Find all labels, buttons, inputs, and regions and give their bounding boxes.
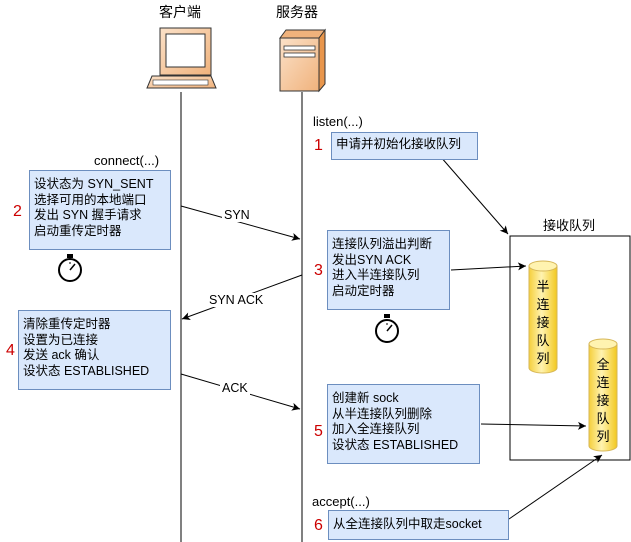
half-queue-char: 连 xyxy=(536,297,550,312)
step-line: 启动定时器 xyxy=(332,283,395,298)
full-queue-char: 列 xyxy=(596,429,610,444)
full-queue-char: 连 xyxy=(596,375,610,390)
step-line: 选择可用的本地端口 xyxy=(34,192,147,207)
init-queue-arrow xyxy=(439,155,509,235)
synack-label: SYN ACK xyxy=(207,293,266,307)
step-line: 发送 ack 确认 xyxy=(23,348,100,362)
step-2-box: 设状态为 SYN_SENT 选择可用的本地端口 发出 SYN 握手请求 启动重传… xyxy=(29,170,171,250)
client-title: 客户端 xyxy=(159,4,201,20)
connect-label: connect(...) xyxy=(94,153,160,168)
half-queue-char: 列 xyxy=(536,351,550,366)
enter-full-queue-arrow xyxy=(480,421,587,430)
computer-icon xyxy=(146,27,217,89)
step-line: 从半连接队列删除 xyxy=(332,406,433,421)
listen-label: listen(...) xyxy=(313,114,363,129)
step-line: 发出SYN ACK xyxy=(332,252,412,267)
step-line: 启动重传定时器 xyxy=(34,223,122,238)
step-line: 连接队列溢出判断 xyxy=(332,237,433,251)
syn-label: SYN xyxy=(222,208,252,222)
step-line: 设状态为 SYN_SENT xyxy=(34,177,154,191)
half-queue-label: 半 连 接 队 列 xyxy=(535,278,551,368)
step-3-box: 连接队列溢出判断 发出SYN ACK 进入半连接队列 启动定时器 xyxy=(327,230,450,310)
accept-label: accept(...) xyxy=(312,494,370,509)
step-line: 发出 SYN 握手请求 xyxy=(34,208,142,222)
take-socket-arrow xyxy=(508,454,603,520)
half-queue-char: 队 xyxy=(536,333,550,348)
receive-queue-title: 接收队列 xyxy=(543,218,596,233)
step-line: 申请并初始化接收队列 xyxy=(336,137,462,151)
half-queue-char: 接 xyxy=(536,315,550,330)
receive-queue-frame xyxy=(509,235,631,461)
full-queue-label: 全 连 接 队 列 xyxy=(595,356,611,446)
step-line: 进入半连接队列 xyxy=(332,268,420,282)
step-1-box: 申请并初始化接收队列 xyxy=(331,132,478,160)
full-queue-char: 接 xyxy=(596,393,610,408)
step-line: 从全连接队列中取走socket xyxy=(333,517,482,531)
step-number: 1 xyxy=(314,137,323,154)
step-line: 设置为已连接 xyxy=(23,332,99,347)
step-5-box: 创建新 sock 从半连接队列删除 加入全连接队列 设状态 ESTABLISHE… xyxy=(327,384,480,464)
step-number: 3 xyxy=(314,262,323,279)
step-number: 4 xyxy=(6,342,15,359)
stopwatch-icon xyxy=(375,314,399,343)
step-line: 设状态 ESTABLISHED xyxy=(332,437,459,452)
full-queue-cylinder xyxy=(588,338,618,452)
half-queue-cylinder xyxy=(528,260,558,374)
step-4-box: 清除重传定时器 设置为已连接 发送 ack 确认 设状态 ESTABLISHED xyxy=(18,310,171,390)
step-line: 创建新 sock xyxy=(332,391,399,405)
step-line: 设状态 ESTABLISHED xyxy=(23,363,150,378)
step-number: 5 xyxy=(314,423,323,440)
ack-label: ACK xyxy=(220,381,250,395)
step-6-box: 从全连接队列中取走socket xyxy=(328,510,509,540)
full-queue-char: 队 xyxy=(596,411,610,426)
step-line: 加入全连接队列 xyxy=(332,422,420,436)
step-number: 2 xyxy=(13,203,22,220)
step-number: 6 xyxy=(314,517,323,534)
server-title: 服务器 xyxy=(276,4,318,20)
full-queue-char: 全 xyxy=(596,357,610,372)
server-icon xyxy=(279,28,326,93)
enter-half-queue-arrow xyxy=(450,262,527,271)
stopwatch-icon xyxy=(58,254,82,282)
half-queue-char: 半 xyxy=(536,279,550,294)
syn-arrow xyxy=(180,205,301,241)
step-line: 清除重传定时器 xyxy=(23,317,111,331)
